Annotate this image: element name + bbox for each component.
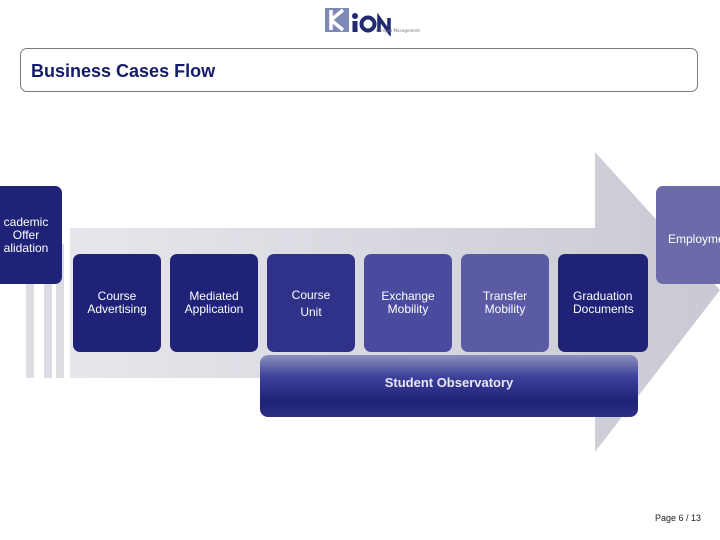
title-box: Business Cases Flow (20, 48, 698, 92)
page-title: Business Cases Flow (31, 61, 216, 81)
case-1-line-1: Course (97, 289, 137, 303)
left-box-line-2: Offer (12, 228, 40, 242)
exchange-mobility-box: Exchange Mobility (364, 254, 452, 352)
stripe-1 (26, 244, 34, 378)
case-5-line-2: Mobility (484, 302, 526, 316)
employment-box: Employme (656, 186, 720, 284)
course-unit-box: Course Unit (267, 254, 355, 352)
case-3-line-1: Course (291, 288, 331, 302)
case-6-line-1: Graduation (573, 289, 633, 303)
case-2-line-2: Application (184, 302, 244, 316)
graduation-documents-box: Graduation Documents (558, 254, 648, 352)
stripe-3 (56, 244, 64, 378)
course-advertising-box: Course Advertising (73, 254, 161, 352)
logo-tagline: Campus Management (376, 28, 420, 33)
case-2-line-1: Mediated (189, 289, 239, 303)
student-observatory-bar: Student Observatory (260, 355, 638, 417)
academic-offer-validation-box: cademic Offer alidation (0, 186, 62, 284)
ion-logo (323, 6, 413, 38)
case-5-line-1: Transfer (482, 289, 528, 303)
right-box-label: Employme (668, 232, 720, 246)
transfer-mobility-box: Transfer Mobility (461, 254, 549, 352)
student-observatory-label: Student Observatory (384, 375, 514, 390)
case-6-line-2: Documents (573, 302, 634, 316)
left-box-line-3: alidation (3, 241, 49, 255)
case-4-line-2: Mobility (387, 302, 429, 316)
case-1-line-2: Advertising (87, 302, 147, 316)
mediated-application-box: Mediated Application (170, 254, 258, 352)
case-3-line-2: Unit (300, 305, 322, 319)
page-number: Page 6 / 13 (655, 513, 702, 523)
stripe-2 (44, 244, 52, 378)
case-4-line-1: Exchange (381, 289, 435, 303)
left-box-line-1: cademic (3, 215, 49, 229)
